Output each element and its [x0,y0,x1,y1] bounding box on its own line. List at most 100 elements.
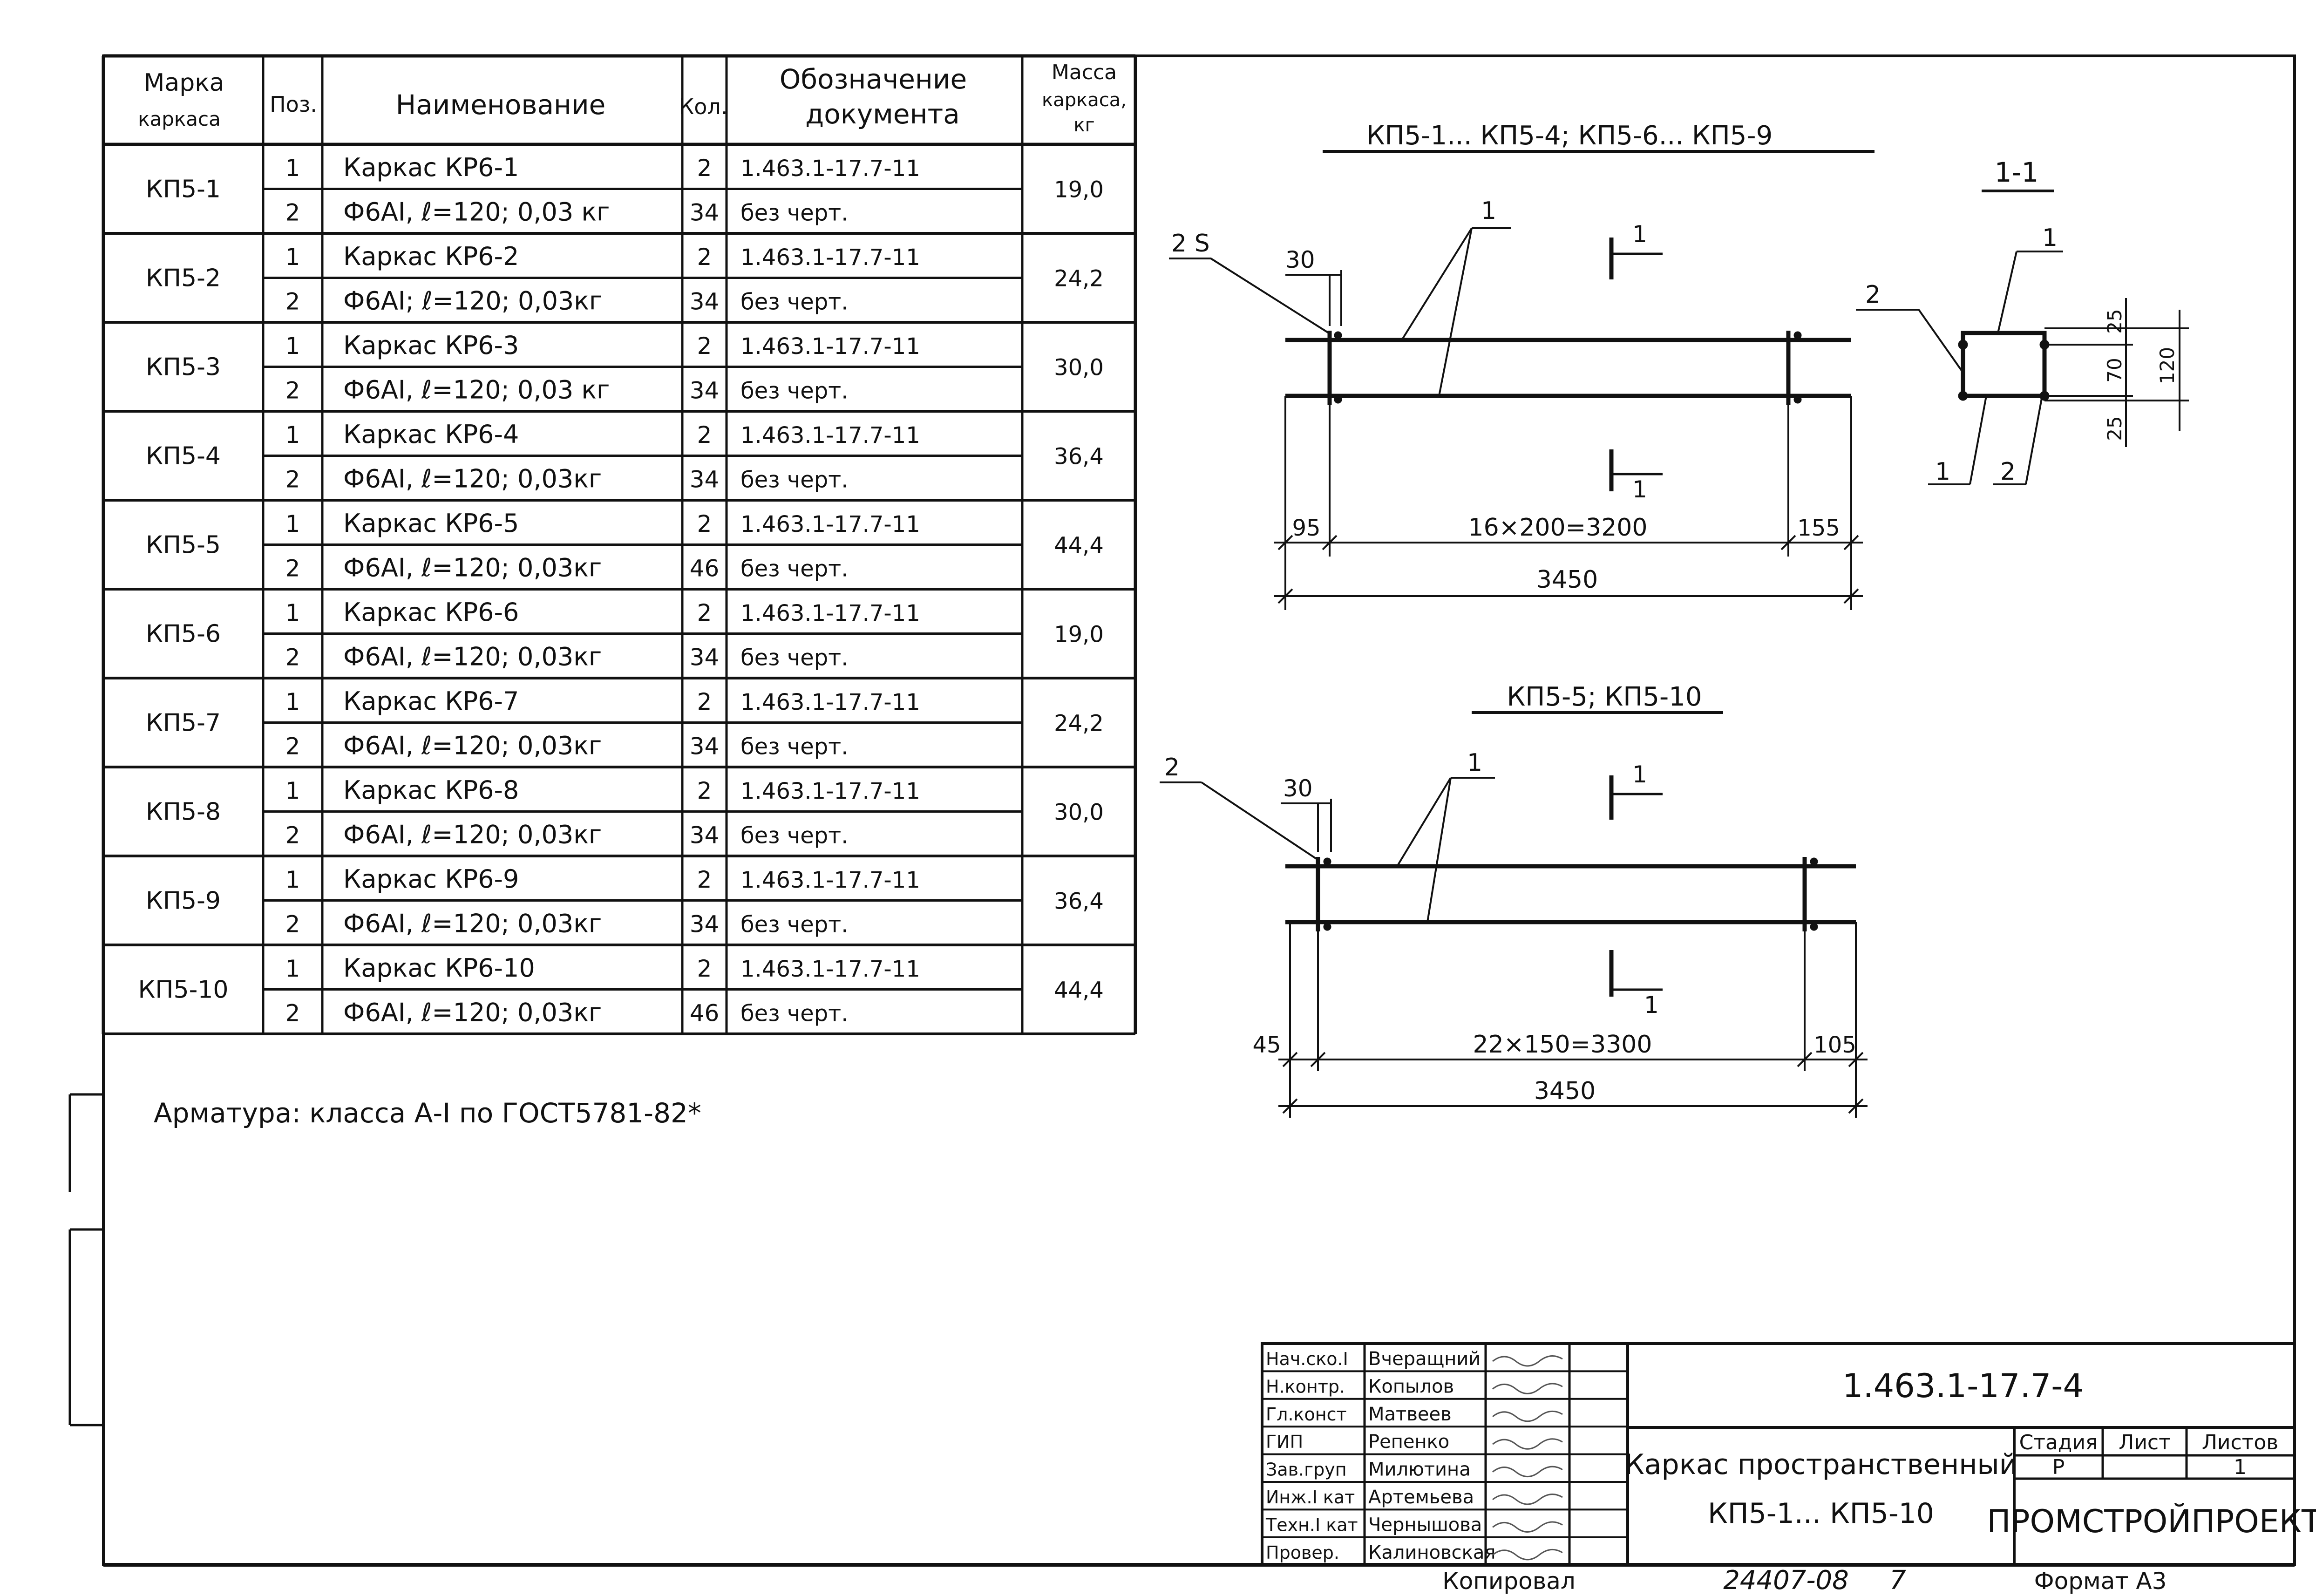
header-name: Наименование [396,89,606,121]
section-label-1-bottom: 1 [1935,458,1950,486]
table-qty: 2 [697,955,712,982]
table-qty: 2 [697,333,712,360]
table-mass: 24,2 [1054,711,1104,737]
title-block-role: Нач.ско.I [1266,1349,1348,1369]
table-mark: КП5-3 [146,353,221,381]
table-pos: 1 [285,155,300,182]
table-pos: 1 [285,955,300,982]
drawing1-dim-3200: 16×200=3200 [1468,514,1648,542]
section-label-2-bottom: 2 [2000,458,2016,486]
table-mass: 19,0 [1054,177,1104,203]
table-qty: 34 [690,733,720,760]
table-mass: 30,0 [1054,355,1104,381]
table-doc: 1.463.1-17.7-11 [740,956,920,982]
table-doc: без черт. [740,734,849,760]
section-label-2-left: 2 [1865,281,1881,309]
drawing1-dim-30: 30 [1285,246,1315,273]
drawing2-dim-105: 105 [1813,1032,1856,1058]
table-doc: 1.463.1-17.7-11 [740,333,920,360]
table-name: Ф6АI, ℓ=120; 0,03 кг [343,197,610,227]
table-mass: 44,4 [1054,533,1104,559]
drawing2-leader-2: 2 [1164,754,1180,781]
table-doc: 1.463.1-17.7-11 [740,511,920,537]
drawing1-leader-2: 2 S [1171,230,1210,258]
footer-inventory-sheet: 7 [1889,1565,1906,1596]
signature-scribble [1492,1410,1563,1422]
table-mark: КП5-8 [146,798,221,826]
table-name: Каркас КР6-9 [343,864,519,894]
drawing2-dim-3300: 22×150=3300 [1473,1031,1652,1059]
title-block-person: Копылов [1368,1376,1454,1397]
drawing1-leader-1: 1 [1481,197,1496,225]
section-title: 1-1 [1995,156,2039,188]
section-dim-25-top: 25 [2103,309,2126,333]
beam-drawing-1: КП5-1... КП5-4; КП5-6... КП5-9 2 S 1 30 … [1169,121,1875,610]
table-qty: 34 [690,377,720,404]
table-pos: 1 [285,866,300,893]
table-doc: без черт. [740,645,849,671]
product-name-line1: Каркас пространственный [1624,1448,2017,1481]
table-mark: КП5-5 [146,531,221,559]
header-pos: Поз. [270,92,317,117]
table-mark: КП5-9 [146,887,221,915]
table-name: Каркас КР6-3 [343,331,519,360]
title-block-role: Техн.I кат [1265,1515,1358,1535]
table-pos: 2 [285,911,300,938]
table-doc: без черт. [740,912,849,938]
table-mass: 36,4 [1054,444,1104,470]
table-pos: 2 [285,733,300,760]
table-name: Ф6АI; ℓ=120; 0,03кг [343,286,602,316]
drawing2-leader-1: 1 [1467,749,1482,777]
table-name: Ф6АI, ℓ=120; 0,03 кг [343,375,610,405]
header-mass-2: каркаса, [1042,89,1127,111]
signature-scribble [1492,1438,1563,1450]
stage-label: Стадия [2019,1431,2098,1454]
table-mass: 36,4 [1054,889,1104,915]
header-doc-2: документа [805,98,960,130]
table-doc: без черт. [740,1001,849,1027]
signature-scribble [1492,1521,1563,1533]
table-pos: 2 [285,199,300,226]
table-qty: 34 [690,466,720,493]
header-mark-1: Марка [143,69,224,97]
table-name: Каркас КР6-5 [343,509,519,538]
header-qty: Кол. [679,94,728,119]
table-name: Ф6АI, ℓ=120; 0,03кг [343,909,602,938]
table-name: Ф6АI, ℓ=120; 0,03кг [343,553,602,583]
table-qty: 2 [697,866,712,893]
table-pos: 2 [285,555,300,582]
section-label-1-top: 1 [2042,224,2058,252]
title-block-person: Калиновская [1368,1542,1495,1563]
section-dim-120: 120 [2156,347,2179,384]
table-mark: КП5-1 [146,176,221,204]
table-doc: без черт. [740,823,849,849]
section-outline [1961,331,2047,398]
table-name: Каркас КР6-1 [343,153,519,182]
section-dim-25-bottom: 25 [2103,416,2126,441]
table-qty: 2 [697,599,712,626]
table-pos: 2 [285,377,300,404]
table-doc: 1.463.1-17.7-11 [740,689,920,715]
drawing2-dim-45: 45 [1252,1032,1281,1058]
table-name: Ф6АI, ℓ=120; 0,03кг [343,998,602,1027]
title-block-person: Матвеев [1368,1404,1452,1425]
signature-scribble [1492,1466,1563,1478]
table-name: Ф6АI, ℓ=120; 0,03кг [343,642,602,672]
table-name: Каркас КР6-2 [343,242,519,271]
sheets-value: 1 [2234,1455,2247,1479]
table-qty: 2 [697,510,712,537]
title-block-role: Н.контр. [1266,1376,1345,1397]
drawing2-section-top: 1 [1632,761,1647,788]
header-mark-2: каркаса [138,108,221,130]
drawing1-section-top: 1 [1632,221,1647,248]
signature-scribble [1492,1548,1563,1561]
sheets-label: Листов [2202,1431,2278,1454]
title-block-person: Артемьева [1368,1487,1474,1508]
table-mark: КП5-7 [146,709,221,737]
table-name: Ф6АI, ℓ=120; 0,03кг [343,820,602,849]
table-name: Каркас КР6-8 [343,775,519,805]
footer-format: Формат А3 [2034,1568,2167,1595]
table-qty: 2 [697,777,712,804]
